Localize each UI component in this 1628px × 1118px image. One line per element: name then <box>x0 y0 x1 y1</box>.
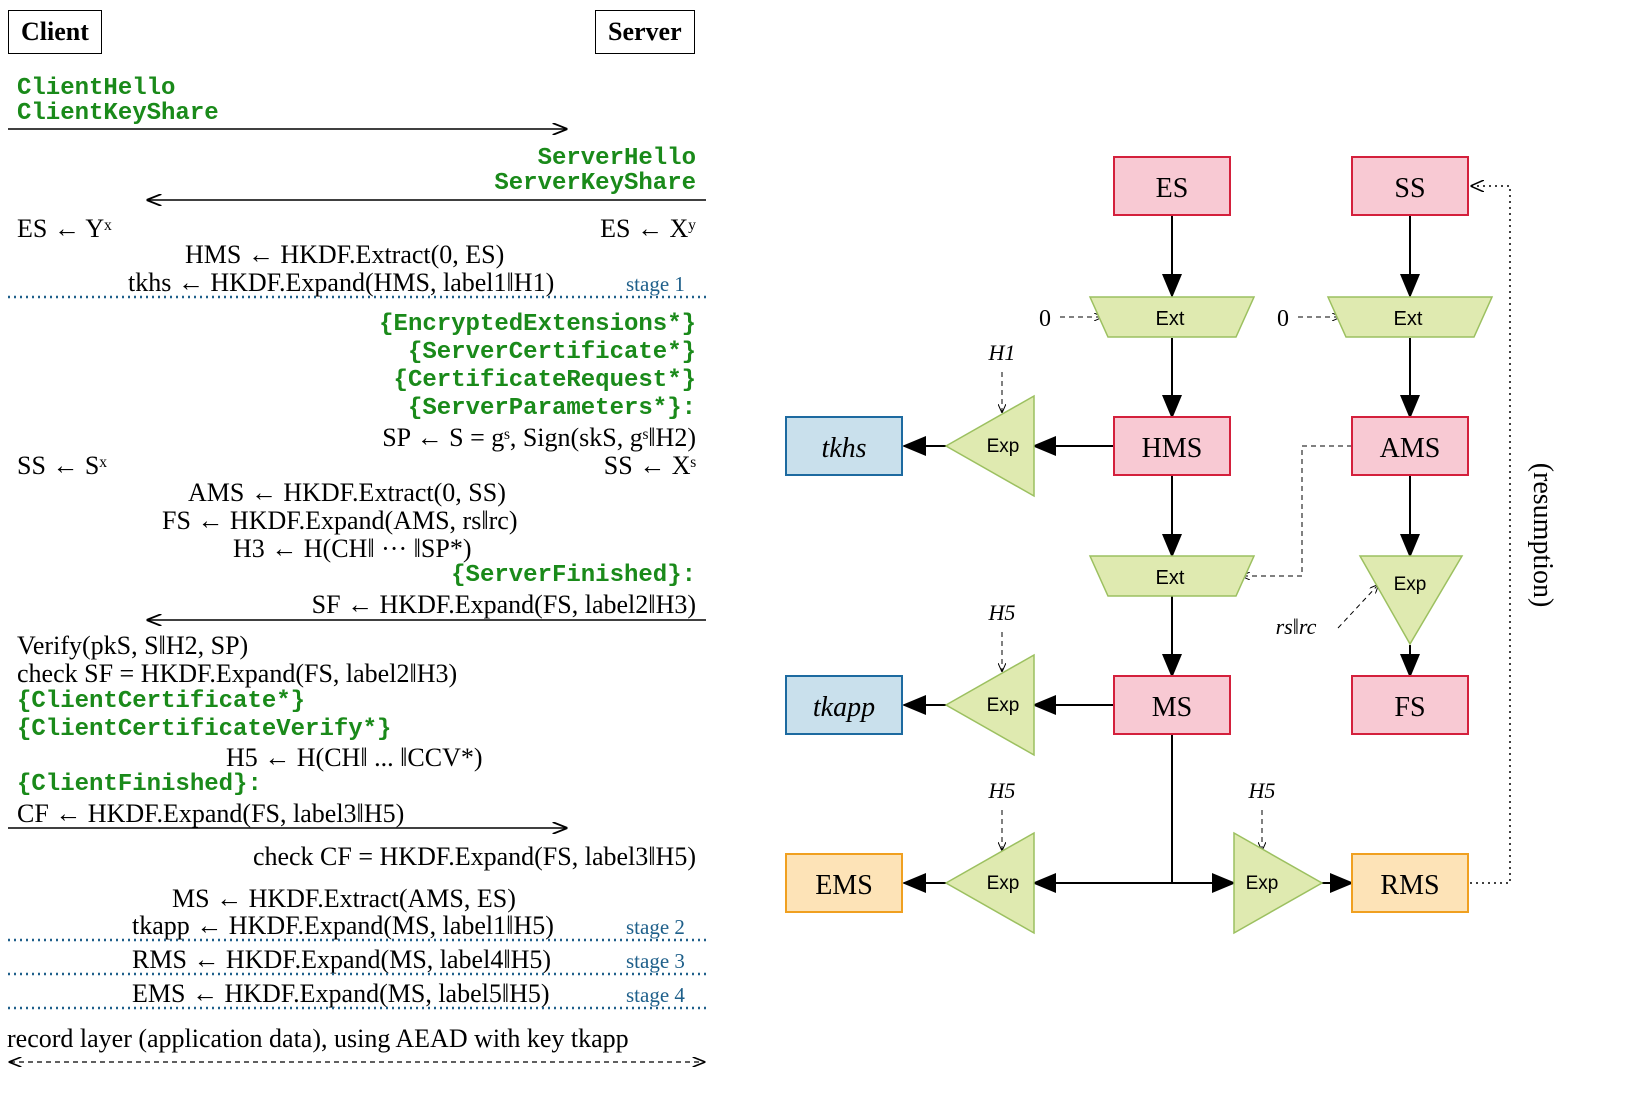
tkapp-line: tkapp ← HKDF.Expand(MS, label1‖H5) <box>132 911 554 940</box>
svg-text:EMS: EMS <box>815 870 873 901</box>
exp-node-ems: Exp <box>944 831 1035 935</box>
ams-line: AMS ← HKDF.Extract(0, SS) <box>188 478 506 507</box>
rs-rc-input-label: rs‖rc <box>1276 614 1317 639</box>
zero-input-es: 0 <box>1039 306 1051 332</box>
ms-box: MS <box>1113 675 1231 735</box>
ext-node-es: Ext <box>1088 296 1256 338</box>
server-certificate-msg: {ServerCertificate*} <box>407 339 696 366</box>
protocol-arrows <box>8 0 706 1118</box>
exp-node-app: Exp <box>944 653 1035 757</box>
zero-input-ss: 0 <box>1277 306 1289 332</box>
certificate-request-msg: {CertificateRequest*} <box>393 367 696 394</box>
ams-box: AMS <box>1351 416 1469 476</box>
ext-node-ss: Ext <box>1326 296 1494 338</box>
exp-node-fs: Exp <box>1358 555 1464 646</box>
es-box: ES <box>1113 156 1231 216</box>
es-client-line: ES ← Yˣ <box>17 214 112 243</box>
exp-node-rms: Exp <box>1233 831 1324 935</box>
verify-line: Verify(pkS, S‖H2, SP) <box>17 631 249 660</box>
ss-box: SS <box>1351 156 1469 216</box>
h1-input-label: H1 <box>988 340 1016 365</box>
svg-text:Ext: Ext <box>1156 567 1185 589</box>
svg-text:Ext: Ext <box>1394 308 1423 330</box>
solid-connectors <box>902 216 1420 893</box>
svg-text:MS: MS <box>1152 692 1192 723</box>
server-key-share-msg: ServerKeyShare <box>494 170 696 197</box>
server-label: Server <box>595 10 695 54</box>
svg-text:tkhs: tkhs <box>821 433 866 464</box>
client-hello-msg: ClientHello <box>17 75 176 102</box>
tk-app-box: tkapp <box>785 675 903 735</box>
fs-line: FS ← HKDF.Expand(AMS, rs‖rc) <box>162 506 518 535</box>
svg-text:tkapp: tkapp <box>813 692 875 723</box>
ext-node-ms: Ext <box>1088 555 1256 597</box>
svg-text:SS: SS <box>1394 173 1425 204</box>
stage-3-label: stage 3 <box>626 949 685 973</box>
svg-text:Exp: Exp <box>987 695 1020 716</box>
client-key-share-msg: ClientKeyShare <box>17 100 219 127</box>
ss-server-line: SS ← Xˢ <box>603 451 696 480</box>
rms-line: RMS ← HKDF.Expand(MS, label4‖H5) <box>132 945 552 974</box>
client-certificate-verify-msg: {ClientCertificateVerify*} <box>17 716 392 743</box>
cf-line: CF ← HKDF.Expand(FS, label3‖H5) <box>17 799 405 828</box>
stage-4-label: stage 4 <box>626 983 685 1007</box>
svg-text:HMS: HMS <box>1142 433 1203 464</box>
ss-client-line: SS ← Sˣ <box>17 451 107 480</box>
ems-line: EMS ← HKDF.Expand(MS, label5‖H5) <box>132 979 550 1008</box>
h5-input-label-ems: H5 <box>988 778 1016 803</box>
record-layer-line: record layer (application data), using A… <box>7 1024 629 1053</box>
stage-2-label: stage 2 <box>626 915 685 939</box>
resumption-path <box>1470 186 1511 884</box>
h5-input-label-app: H5 <box>988 600 1016 625</box>
svg-text:Exp: Exp <box>1246 873 1279 894</box>
exp-node-hs: Exp <box>944 394 1035 498</box>
dashed-connectors <box>1002 317 1378 850</box>
hms-line: HMS ← HKDF.Extract(0, ES) <box>185 240 505 269</box>
h5-input-label-rms: H5 <box>1248 778 1276 803</box>
tkhs-line: tkhs ← HKDF.Expand(HMS, label1‖H1) <box>128 268 555 297</box>
svg-text:FS: FS <box>1394 692 1425 723</box>
tk-hs-box: tkhs <box>785 416 903 476</box>
encrypted-extensions-msg: {EncryptedExtensions*} <box>379 311 696 338</box>
stage-1-label: stage 1 <box>626 272 685 296</box>
ems-box: EMS <box>785 853 903 913</box>
h5-line: H5 ← H(CH‖ ... ‖CCV*) <box>226 743 483 772</box>
check-cf-line: check CF = HKDF.Expand(FS, label3‖H5) <box>252 842 696 871</box>
svg-text:Exp: Exp <box>987 436 1020 457</box>
server-parameters-msg: {ServerParameters*}: <box>407 395 696 422</box>
ms-line: MS ← HKDF.Extract(AMS, ES) <box>172 884 516 913</box>
resumption-label: (resumption) <box>1527 463 1558 608</box>
svg-text:Exp: Exp <box>987 873 1020 894</box>
client-finished-msg: {ClientFinished}: <box>17 771 262 798</box>
h3-line: H3 ← H(CH‖ ··· ‖SP*) <box>233 534 472 563</box>
hms-box: HMS <box>1113 416 1231 476</box>
svg-text:Ext: Ext <box>1156 308 1185 330</box>
svg-text:RMS: RMS <box>1380 870 1439 901</box>
rms-box: RMS <box>1351 853 1469 913</box>
sf-line: SF ← HKDF.Expand(FS, label2‖H3) <box>311 590 696 619</box>
sp-line: SP ← S = gˢ, Sign(skS, gˢ‖H2) <box>382 423 696 452</box>
es-server-line: ES ← Xʸ <box>600 214 696 243</box>
check-sf-line: check SF = HKDF.Expand(FS, label2‖H3) <box>17 659 458 688</box>
server-hello-msg: ServerHello <box>537 145 696 172</box>
client-certificate-msg: {ClientCertificate*} <box>17 688 306 715</box>
fs-box: FS <box>1351 675 1469 735</box>
svg-text:AMS: AMS <box>1380 433 1441 464</box>
client-label: Client <box>8 10 102 54</box>
svg-text:Exp: Exp <box>1394 574 1427 595</box>
svg-text:ES: ES <box>1156 173 1189 204</box>
server-finished-msg: {ServerFinished}: <box>451 562 696 589</box>
